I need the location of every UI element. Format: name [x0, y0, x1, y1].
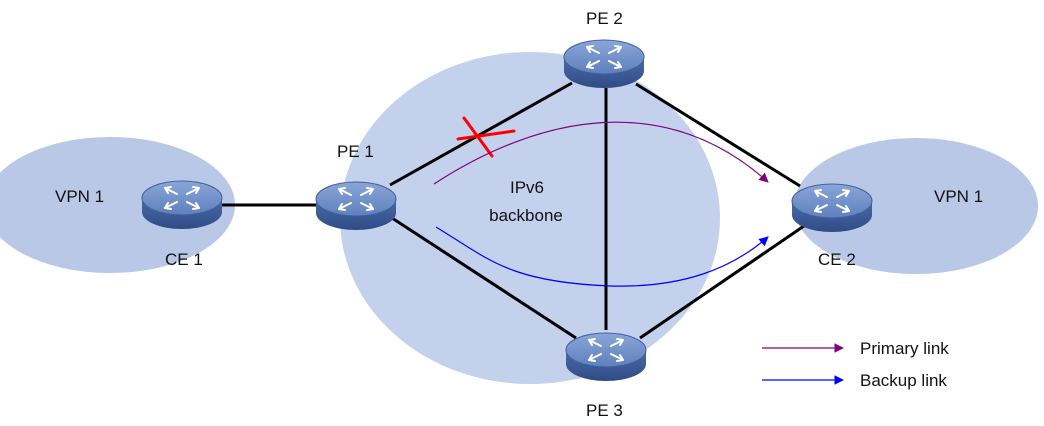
link-pe2-ce2 [635, 82, 801, 188]
backup-link-path [435, 226, 769, 287]
vpn1-right-label: VPN 1 [934, 187, 983, 206]
legend-backup-label: Backup link [860, 371, 947, 390]
links [220, 81, 805, 340]
backbone-label-line2: backbone [489, 206, 563, 225]
link-failure-x-icon [456, 116, 516, 158]
ce2-label: CE 2 [818, 250, 856, 269]
router-icon-pe1 [315, 181, 397, 231]
router-icon-ce1 [141, 180, 223, 230]
backbone-label-line1: IPv6 [510, 178, 544, 197]
pe1-label: PE 1 [337, 142, 374, 161]
primary-link-path [433, 121, 769, 185]
vpn1-left-label: VPN 1 [55, 187, 104, 206]
vpn1-left-region [0, 137, 235, 273]
ce1-label: CE 1 [165, 250, 203, 269]
link-pe3-ce2 [639, 224, 805, 340]
pe2-label: PE 2 [586, 9, 623, 28]
link-pe1-pe3 [391, 216, 577, 340]
router-icon-ce2 [791, 183, 873, 233]
router-icon-pe3 [565, 332, 647, 382]
ipv6-backbone-region [340, 52, 720, 384]
link-pe1-pe2 [389, 81, 573, 187]
legend: Primary link Backup link [762, 339, 949, 390]
legend-primary-label: Primary link [860, 339, 949, 358]
pe3-label: PE 3 [586, 401, 623, 420]
router-icon-pe2 [563, 39, 645, 89]
vpn1-right-region [794, 138, 1038, 274]
